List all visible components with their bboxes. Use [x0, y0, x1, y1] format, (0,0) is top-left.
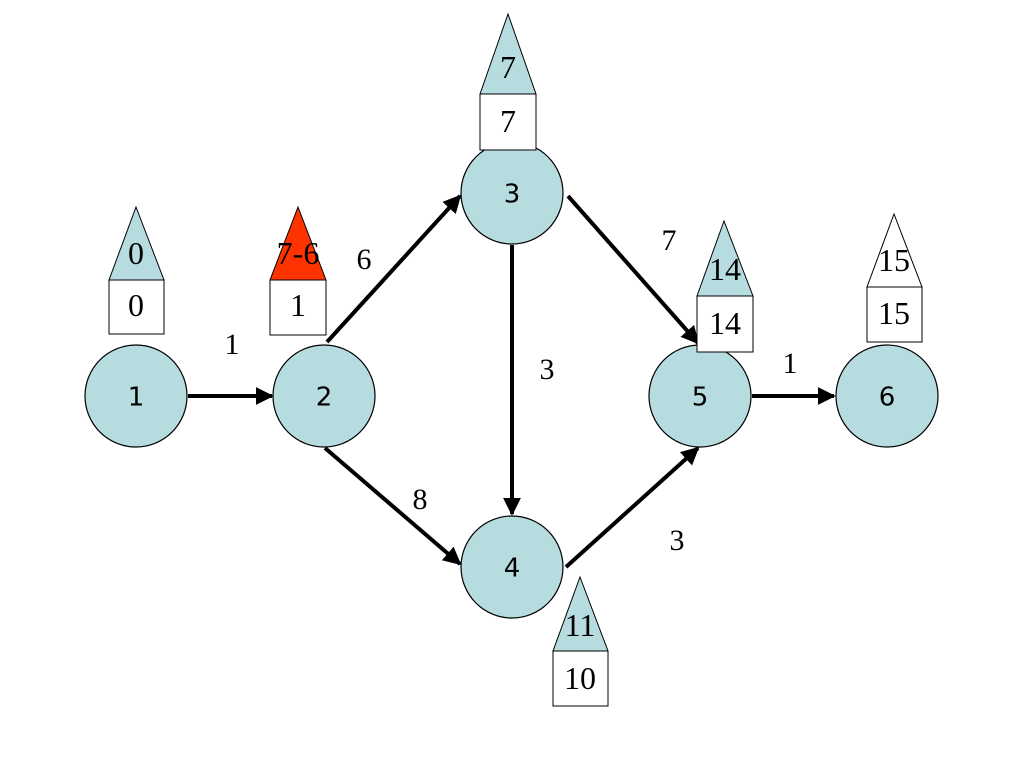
node-4: 4 [460, 515, 564, 619]
edge-3-5: 7 [566, 194, 700, 345]
marker-box-1 [108, 279, 165, 335]
edge-weight-5-6: 1 [783, 347, 798, 380]
node-circle-2 [272, 344, 376, 448]
marker-triangle-value-3: 7 [500, 49, 516, 85]
node-3: 3 [460, 141, 564, 245]
edge-weight-2-3: 6 [357, 243, 372, 276]
marker-node-1: 00 [108, 205, 165, 335]
edge-weight-3-5: 7 [662, 224, 677, 257]
edge-3-4: 3 [503, 245, 555, 516]
marker-triangle-value-4: 11 [565, 607, 596, 643]
edges-layer: 1 6 8 3 7 3 1 [188, 194, 836, 569]
marker-box-value-2: 1 [290, 287, 306, 323]
marker-box-value-1: 0 [128, 287, 144, 323]
node-5: 5 [648, 344, 752, 448]
marker-box-2 [269, 279, 327, 336]
edge-weight-1-2: 1 [225, 328, 240, 361]
marker-box-3 [479, 93, 537, 151]
marker-triangle-value-5: 14 [709, 251, 741, 287]
marker-box-value-6: 15 [878, 295, 910, 331]
node-label-6: 6 [879, 383, 896, 413]
node-2: 2 [272, 344, 376, 448]
marker-node-5: 14 14 [696, 219, 754, 353]
marker-box-value-5: 14 [709, 305, 741, 341]
marker-box-4 [552, 650, 609, 707]
node-1: 1 [84, 344, 188, 448]
node-label-5: 5 [692, 383, 709, 413]
node-circle-1 [84, 344, 188, 448]
marker-box-value-4: 10 [564, 660, 596, 696]
edge-1-2: 1 [188, 328, 274, 405]
edge-2-3: 6 [325, 194, 462, 344]
marker-triangle-value-2: 7-6 [277, 235, 320, 271]
node-label-1: 1 [128, 383, 145, 413]
marker-triangle-value-1: 0 [128, 235, 144, 271]
node-circle-4 [460, 515, 564, 619]
edge-arrow-3-5 [566, 194, 700, 345]
edge-weight-2-4: 8 [413, 483, 428, 516]
edge-4-5: 3 [564, 446, 700, 569]
marker-node-3: 77 [479, 12, 537, 151]
marker-node-2: 7-61 [269, 205, 327, 336]
marker-box-value-3: 7 [500, 103, 516, 139]
edge-arrow-4-5 [564, 446, 700, 569]
edge-5-6: 1 [752, 347, 836, 405]
edge-2-4: 8 [323, 446, 462, 566]
edge-weight-3-4: 3 [540, 353, 555, 386]
node-label-2: 2 [316, 383, 333, 413]
marker-box-6 [866, 286, 923, 343]
node-label-3: 3 [504, 180, 521, 210]
node-circle-6 [835, 344, 939, 448]
node-6: 6 [835, 344, 939, 448]
edge-weight-4-5: 3 [670, 524, 685, 557]
edge-arrow-2-4 [323, 446, 462, 566]
edge-arrow-2-3 [325, 194, 462, 344]
marker-triangle-value-6: 15 [878, 242, 910, 278]
nodes-layer: 1 2 3 4 5 6 [84, 141, 939, 619]
node-label-4: 4 [504, 554, 521, 584]
marker-box-5 [696, 295, 754, 353]
